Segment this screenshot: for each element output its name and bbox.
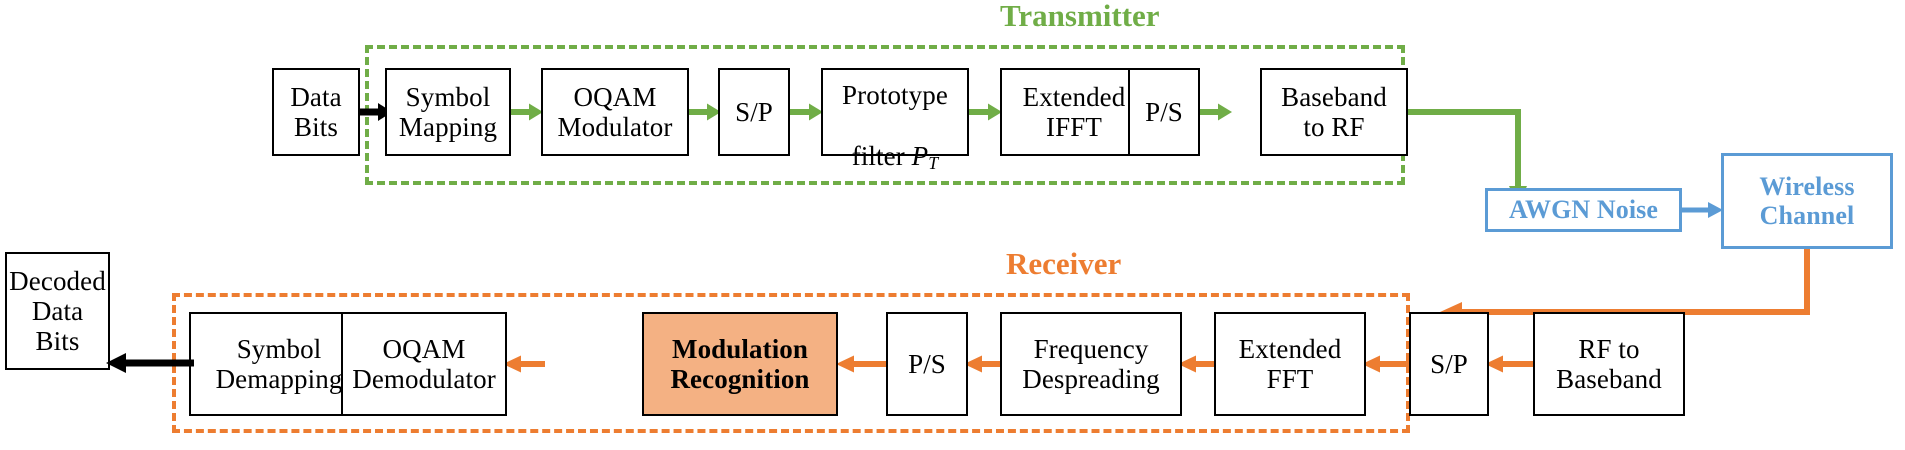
receiver-group-title: Receiver — [1006, 246, 1122, 281]
block-extended-ifft[interactable]: Extended IFFT — [1000, 68, 1148, 156]
block-rx-parallel-to-serial[interactable]: P/S — [886, 312, 968, 416]
block-rx-serial-to-parallel[interactable]: S/P — [1409, 312, 1489, 416]
block-symbol-mapping-label: Symbol Mapping — [398, 81, 498, 142]
block-decoded-data-bits[interactable]: Decoded Data Bits — [5, 252, 110, 370]
block-modulation-recognition[interactable]: Modulation Recognition — [642, 312, 838, 416]
block-oqam-modulator[interactable]: OQAM Modulator — [541, 68, 689, 156]
block-decoded-data-bits-label: Decoded Data Bits — [9, 265, 106, 357]
block-rx-serial-to-parallel-label: S/P — [1430, 348, 1468, 379]
block-baseband-to-rf[interactable]: Baseband to RF — [1260, 68, 1408, 156]
prototype-filter-line1: Prototype — [842, 80, 948, 111]
block-tx-serial-to-parallel-label: S/P — [735, 96, 773, 127]
arrow-modulation-recognition-to-oqam-demod — [503, 352, 545, 376]
block-tx-parallel-to-serial[interactable]: P/S — [1128, 68, 1200, 156]
arrow-sp-to-prototype-filter — [788, 100, 823, 124]
block-data-bits-label: Data Bits — [290, 81, 342, 142]
block-symbol-mapping[interactable]: Symbol Mapping — [385, 68, 511, 156]
block-extended-fft[interactable]: Extended FFT — [1214, 312, 1366, 416]
arrow-awgn-to-wireless-channel — [1681, 198, 1723, 222]
arrow-extended-fft-to-frequency-despreading — [1178, 352, 1218, 376]
block-rf-to-baseband-label: RF to Baseband — [1556, 333, 1662, 394]
block-symbol-demapping[interactable]: Symbol Demapping — [189, 312, 369, 416]
arrow-symbol-demapping-to-decoded-bits — [106, 351, 194, 375]
prototype-filter-prefix: filter — [851, 140, 912, 171]
arrow-rx-sp-to-extended-fft — [1362, 352, 1413, 376]
block-oqam-modulator-label: OQAM Modulator — [557, 81, 673, 142]
block-frequency-despreading-label: Frequency Despreading — [1022, 333, 1160, 394]
block-wireless-channel-label: Wireless Channel — [1759, 171, 1855, 230]
arrow-oqam-modulator-to-sp — [687, 100, 721, 124]
block-awgn-noise[interactable]: AWGN Noise — [1485, 188, 1682, 232]
transmitter-group-title: Transmitter — [1000, 0, 1160, 33]
block-oqam-demod-label: OQAM Demodulator — [352, 333, 496, 394]
block-tx-serial-to-parallel[interactable]: S/P — [718, 68, 790, 156]
block-tx-parallel-to-serial-label: P/S — [1145, 96, 1183, 127]
block-prototype-filter-label: Prototype filter PT — [838, 50, 952, 174]
arrow-symbol-mapping-to-oqam-modulator — [509, 100, 543, 124]
block-awgn-noise-label: AWGN Noise — [1508, 195, 1659, 225]
arrow-ps-to-baseband-to-rf — [1198, 100, 1232, 124]
block-modulation-recognition-label: Modulation Recognition — [670, 333, 810, 394]
prototype-filter-symbol: P — [911, 140, 929, 171]
arrow-rx-ps-to-modulation-recognition — [836, 352, 888, 376]
prototype-filter-subscript: T — [928, 152, 939, 173]
block-rf-to-baseband[interactable]: RF to Baseband — [1533, 312, 1685, 416]
arrow-prototype-filter-to-extended-ifft — [967, 100, 1002, 124]
block-extended-ifft-label: Extended IFFT — [1022, 81, 1126, 142]
block-wireless-channel[interactable]: Wireless Channel — [1721, 153, 1893, 249]
arrow-rf-to-baseband-to-rx-sp — [1485, 352, 1537, 376]
block-frequency-despreading[interactable]: Frequency Despreading — [1000, 312, 1182, 416]
block-oqam-demod[interactable]: OQAM Demodulator — [341, 312, 507, 416]
block-rx-parallel-to-serial-label: P/S — [908, 348, 946, 379]
block-symbol-demapping-label: Symbol Demapping — [215, 333, 343, 394]
arrow-frequency-despreading-to-rx-ps — [964, 352, 1004, 376]
block-prototype-filter[interactable]: Prototype filter PT — [821, 68, 969, 173]
block-baseband-to-rf-label: Baseband to RF — [1281, 81, 1387, 142]
block-data-bits[interactable]: Data Bits — [272, 68, 360, 156]
block-extended-fft-label: Extended FFT — [1238, 333, 1342, 394]
